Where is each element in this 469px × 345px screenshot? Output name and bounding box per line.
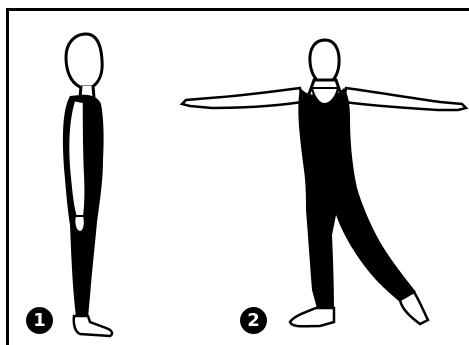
figure-standing-profile <box>63 34 112 336</box>
figure-2-left-arm <box>182 88 302 108</box>
figure-2-body <box>298 88 416 312</box>
figure-1-hand <box>74 216 84 232</box>
figure-2-head <box>310 40 339 84</box>
figure-2-standing-foot <box>290 308 334 326</box>
figure-arms-extended <box>182 40 466 326</box>
figure-2-pointed-foot <box>400 292 428 324</box>
figure-1-foot <box>74 316 112 336</box>
figure-1-head <box>66 34 102 87</box>
step-number-1: 1 <box>33 310 46 331</box>
figure-2-right-arm <box>344 88 466 110</box>
step-number-badge-2: 2 <box>240 307 267 334</box>
step-number-badge-1: 1 <box>26 307 53 334</box>
step-number-2: 2 <box>247 310 260 331</box>
